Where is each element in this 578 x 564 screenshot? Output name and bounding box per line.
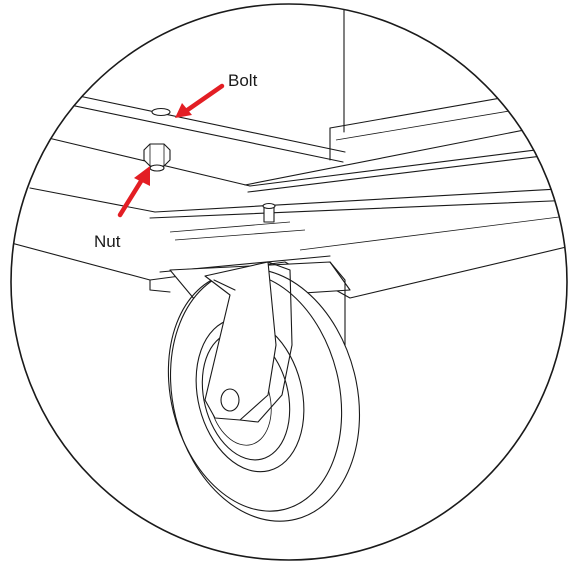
nut-arrow-head — [134, 166, 150, 186]
bolt-arrow-shaft — [183, 83, 225, 114]
nut-label: Nut — [94, 232, 121, 251]
bolt-label: Bolt — [228, 71, 258, 90]
nut-arrow-shaft — [117, 175, 146, 218]
detail-circle-border — [10, 3, 568, 561]
bolt-callout: Bolt — [175, 71, 258, 118]
bolt-arrow-head — [175, 103, 192, 118]
lower-bolt-shape — [262, 202, 276, 223]
detail-view-content — [11, 4, 567, 522]
nut-callout: Nut — [94, 166, 150, 251]
bolt-head-shape — [151, 107, 171, 117]
cabinet-side-panel — [329, 4, 567, 161]
caster-fork — [204, 261, 293, 423]
nut-shape — [143, 143, 171, 172]
